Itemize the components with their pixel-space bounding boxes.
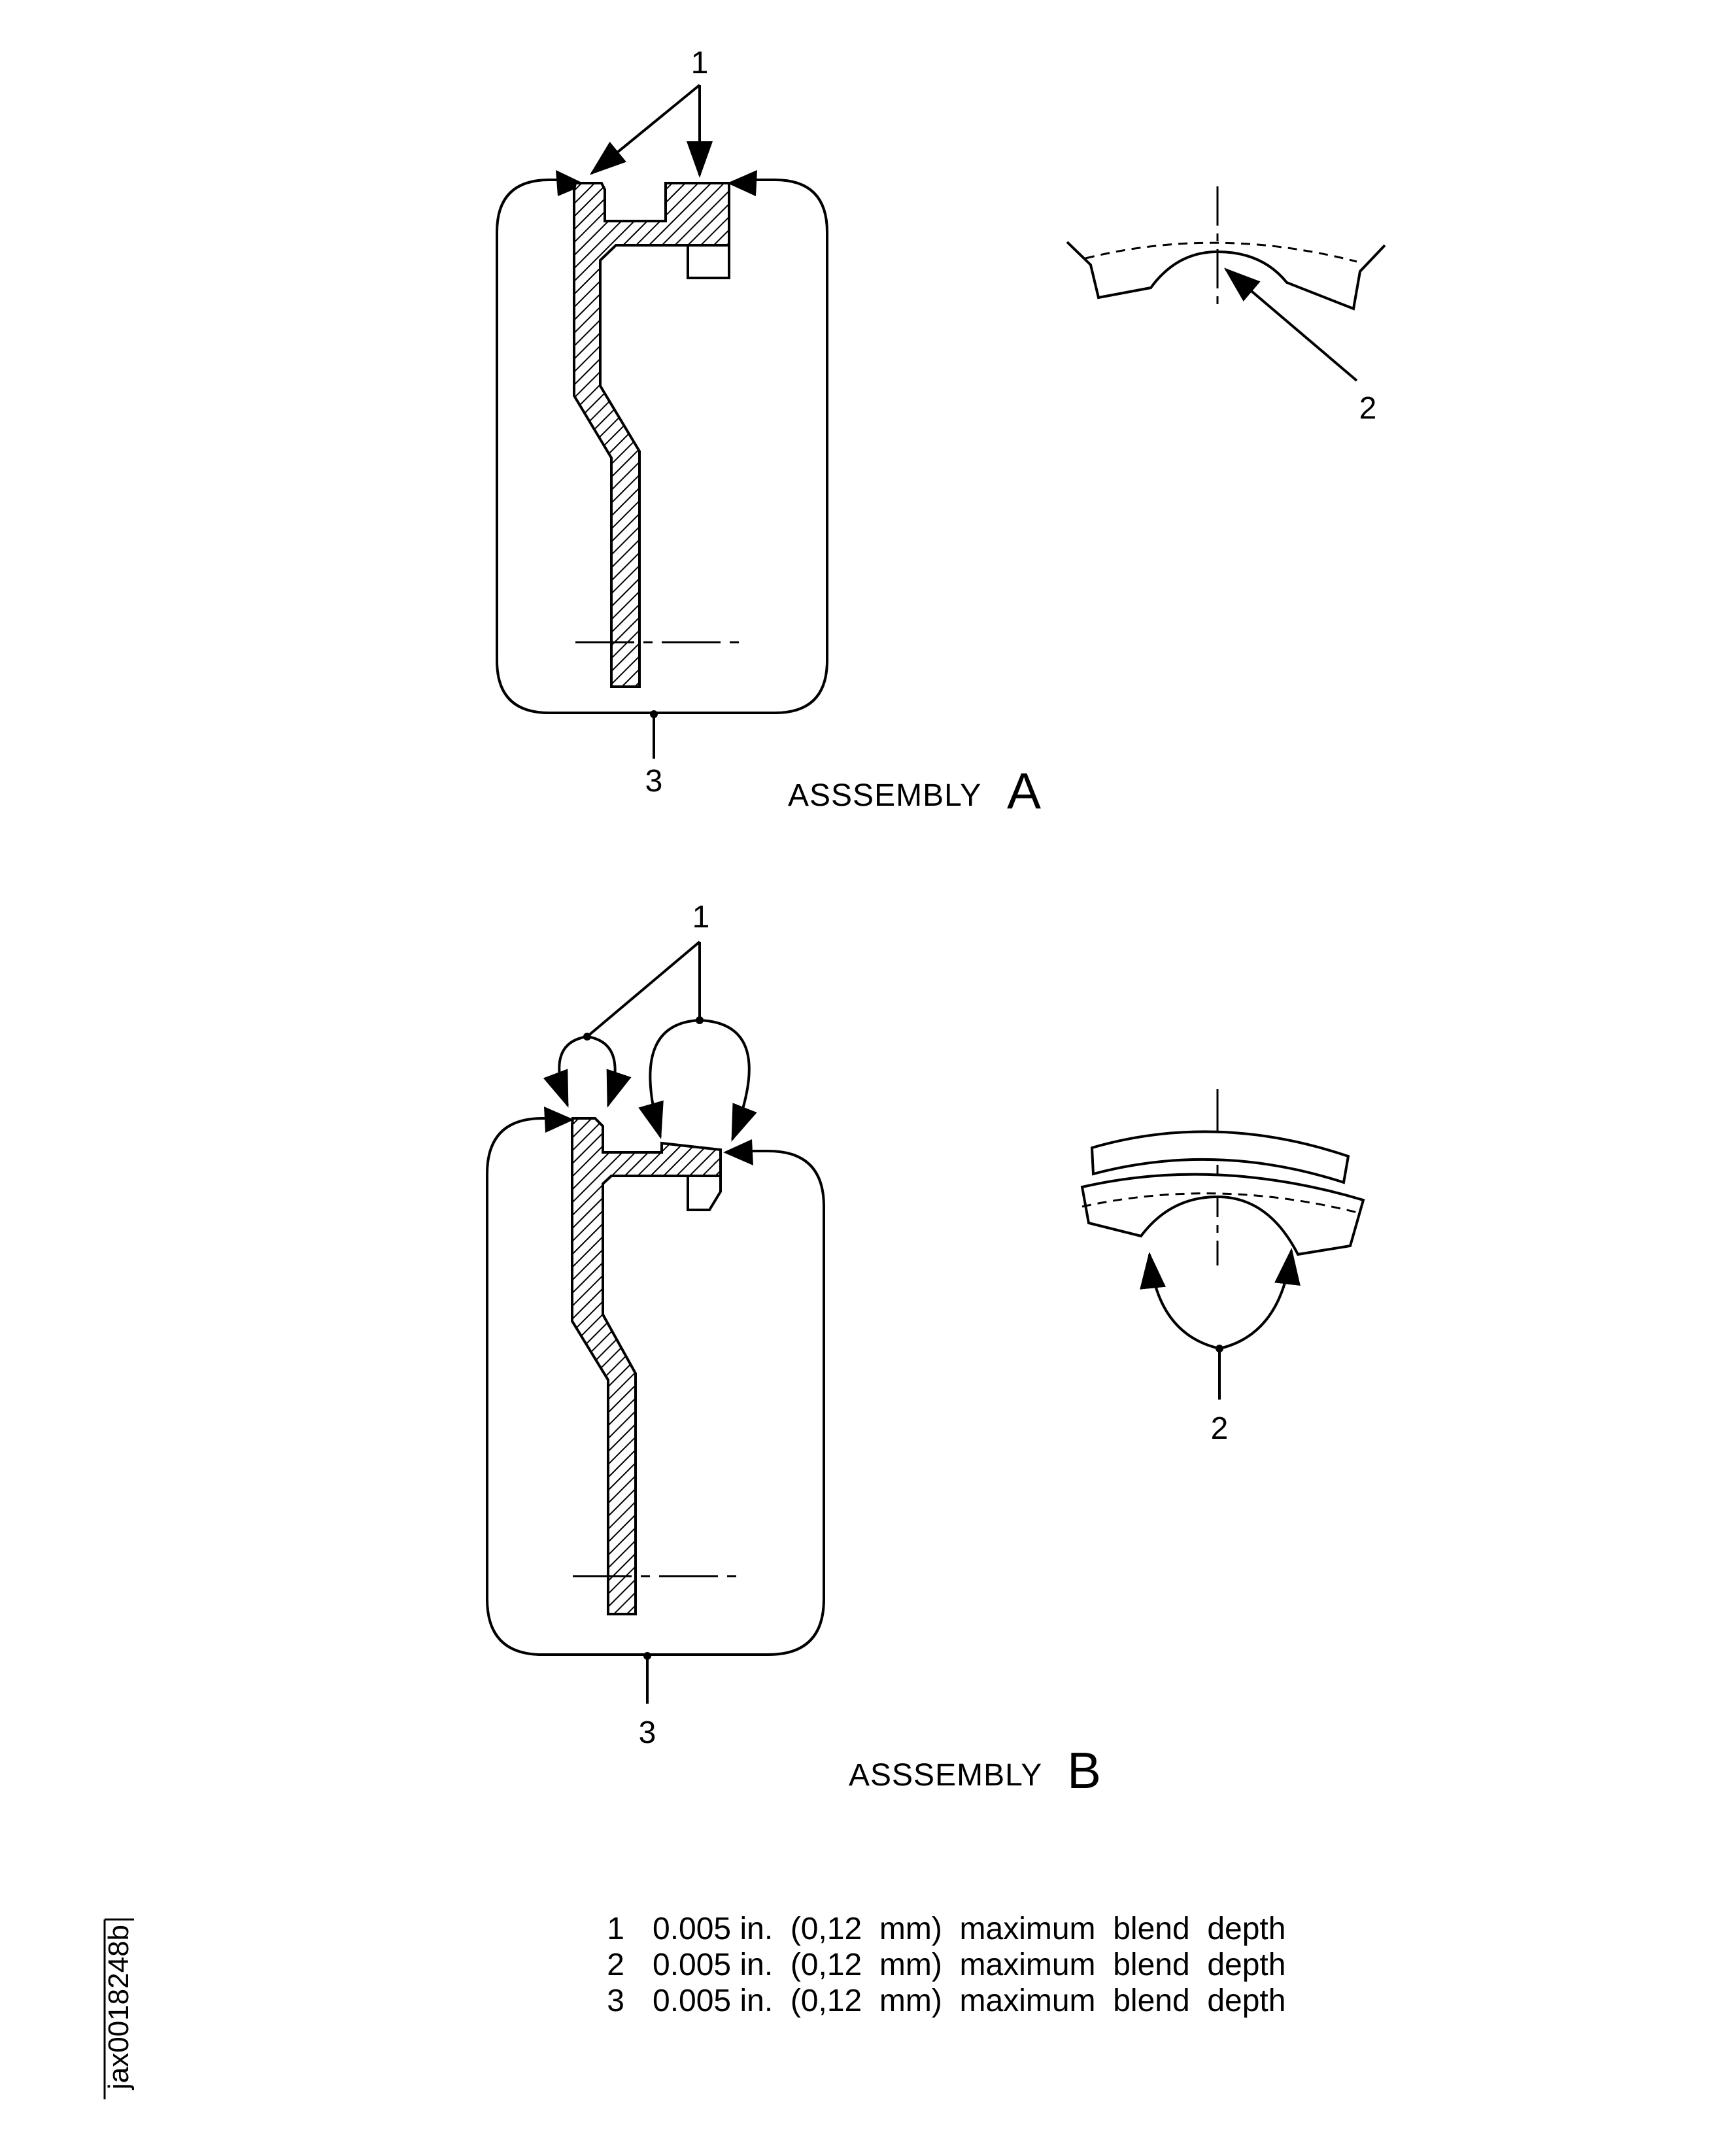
- assembly-b-upper-segment: [1090, 1130, 1350, 1184]
- assembly-b-arc-dashed: [1081, 1192, 1361, 1214]
- assembly-b-callout-3: 3: [639, 1715, 656, 1750]
- assembly-b-left-arrowhead: [544, 1107, 574, 1133]
- assembly-a-left-arrowhead: [556, 170, 586, 196]
- legend-num-3: 3: [607, 1984, 624, 2018]
- assembly-a-callout-3: 3: [645, 764, 663, 799]
- assembly-a-callout-1: 1: [691, 46, 709, 80]
- assembly-a-outline: [496, 179, 828, 714]
- assembly-b-loop-2-right: [1219, 1248, 1301, 1350]
- assembly-b-loop-large-left: [638, 1019, 700, 1139]
- legend-num-2: 2: [607, 1948, 624, 1982]
- assembly-a-section-profile: [573, 182, 730, 688]
- assembly-b-outline: [486, 1117, 825, 1656]
- assembly-b-arc-detail: 2: [1080, 1089, 1365, 1446]
- document-id-text: jax0018248b: [103, 1925, 135, 2091]
- assembly-b-loop-small-right: [587, 1035, 632, 1108]
- assembly-a-arc-dashed: [1085, 241, 1357, 263]
- assembly-b-loop-small-left: [543, 1035, 588, 1108]
- assembly-b-caption-letter: B: [1067, 1742, 1101, 1799]
- assembly-a-callout-2: 2: [1359, 391, 1377, 426]
- legend-text-2: 0.005 in. (0,12 mm) maximum blend depth: [653, 1948, 1285, 1982]
- legend: 1 0.005 in. (0,12 mm) maximum blend dept…: [607, 1912, 1285, 2018]
- assembly-a-caption-word: ASSSEMBLY: [788, 778, 981, 813]
- assembly-a-arc-profile: [1066, 241, 1386, 311]
- assembly-b-lower-segment: [1080, 1173, 1365, 1256]
- assembly-b-caption-word: ASSSEMBLY: [849, 1758, 1042, 1793]
- assembly-a-right-arrowhead: [727, 170, 757, 196]
- assembly-a-slot-block: [687, 244, 730, 279]
- legend-num-1: 1: [607, 1912, 624, 1946]
- assembly-a-arc-detail: 2: [1066, 186, 1386, 426]
- document-id: jax0018248b: [103, 1918, 135, 2099]
- legend-text-1: 0.005 in. (0,12 mm) maximum blend depth: [653, 1912, 1285, 1946]
- assembly-b-right-arrowhead: [723, 1139, 753, 1165]
- assembly-a-leader-1-left: [589, 84, 701, 175]
- assembly-b-section-profile: [571, 1117, 722, 1615]
- assembly-b-slot-block: [687, 1175, 722, 1211]
- assembly-b-loop-large-right: [699, 1019, 757, 1142]
- assembly-b-leader-1-left: [586, 940, 701, 1038]
- assembly-b-callout-2: 2: [1211, 1411, 1229, 1446]
- assembly-a: 1 3 ASSSEMBLY A 2: [496, 46, 1386, 819]
- assembly-b-callout-1: 1: [692, 900, 710, 935]
- assembly-a-caption-letter: A: [1007, 762, 1041, 819]
- assembly-b-loop-2-left: [1140, 1252, 1220, 1350]
- legend-text-3: 0.005 in. (0,12 mm) maximum blend depth: [653, 1984, 1285, 2018]
- assembly-a-leader-2: [1223, 267, 1358, 382]
- assembly-b: 1 3 ASSSEMBLY B 2: [486, 900, 1365, 1799]
